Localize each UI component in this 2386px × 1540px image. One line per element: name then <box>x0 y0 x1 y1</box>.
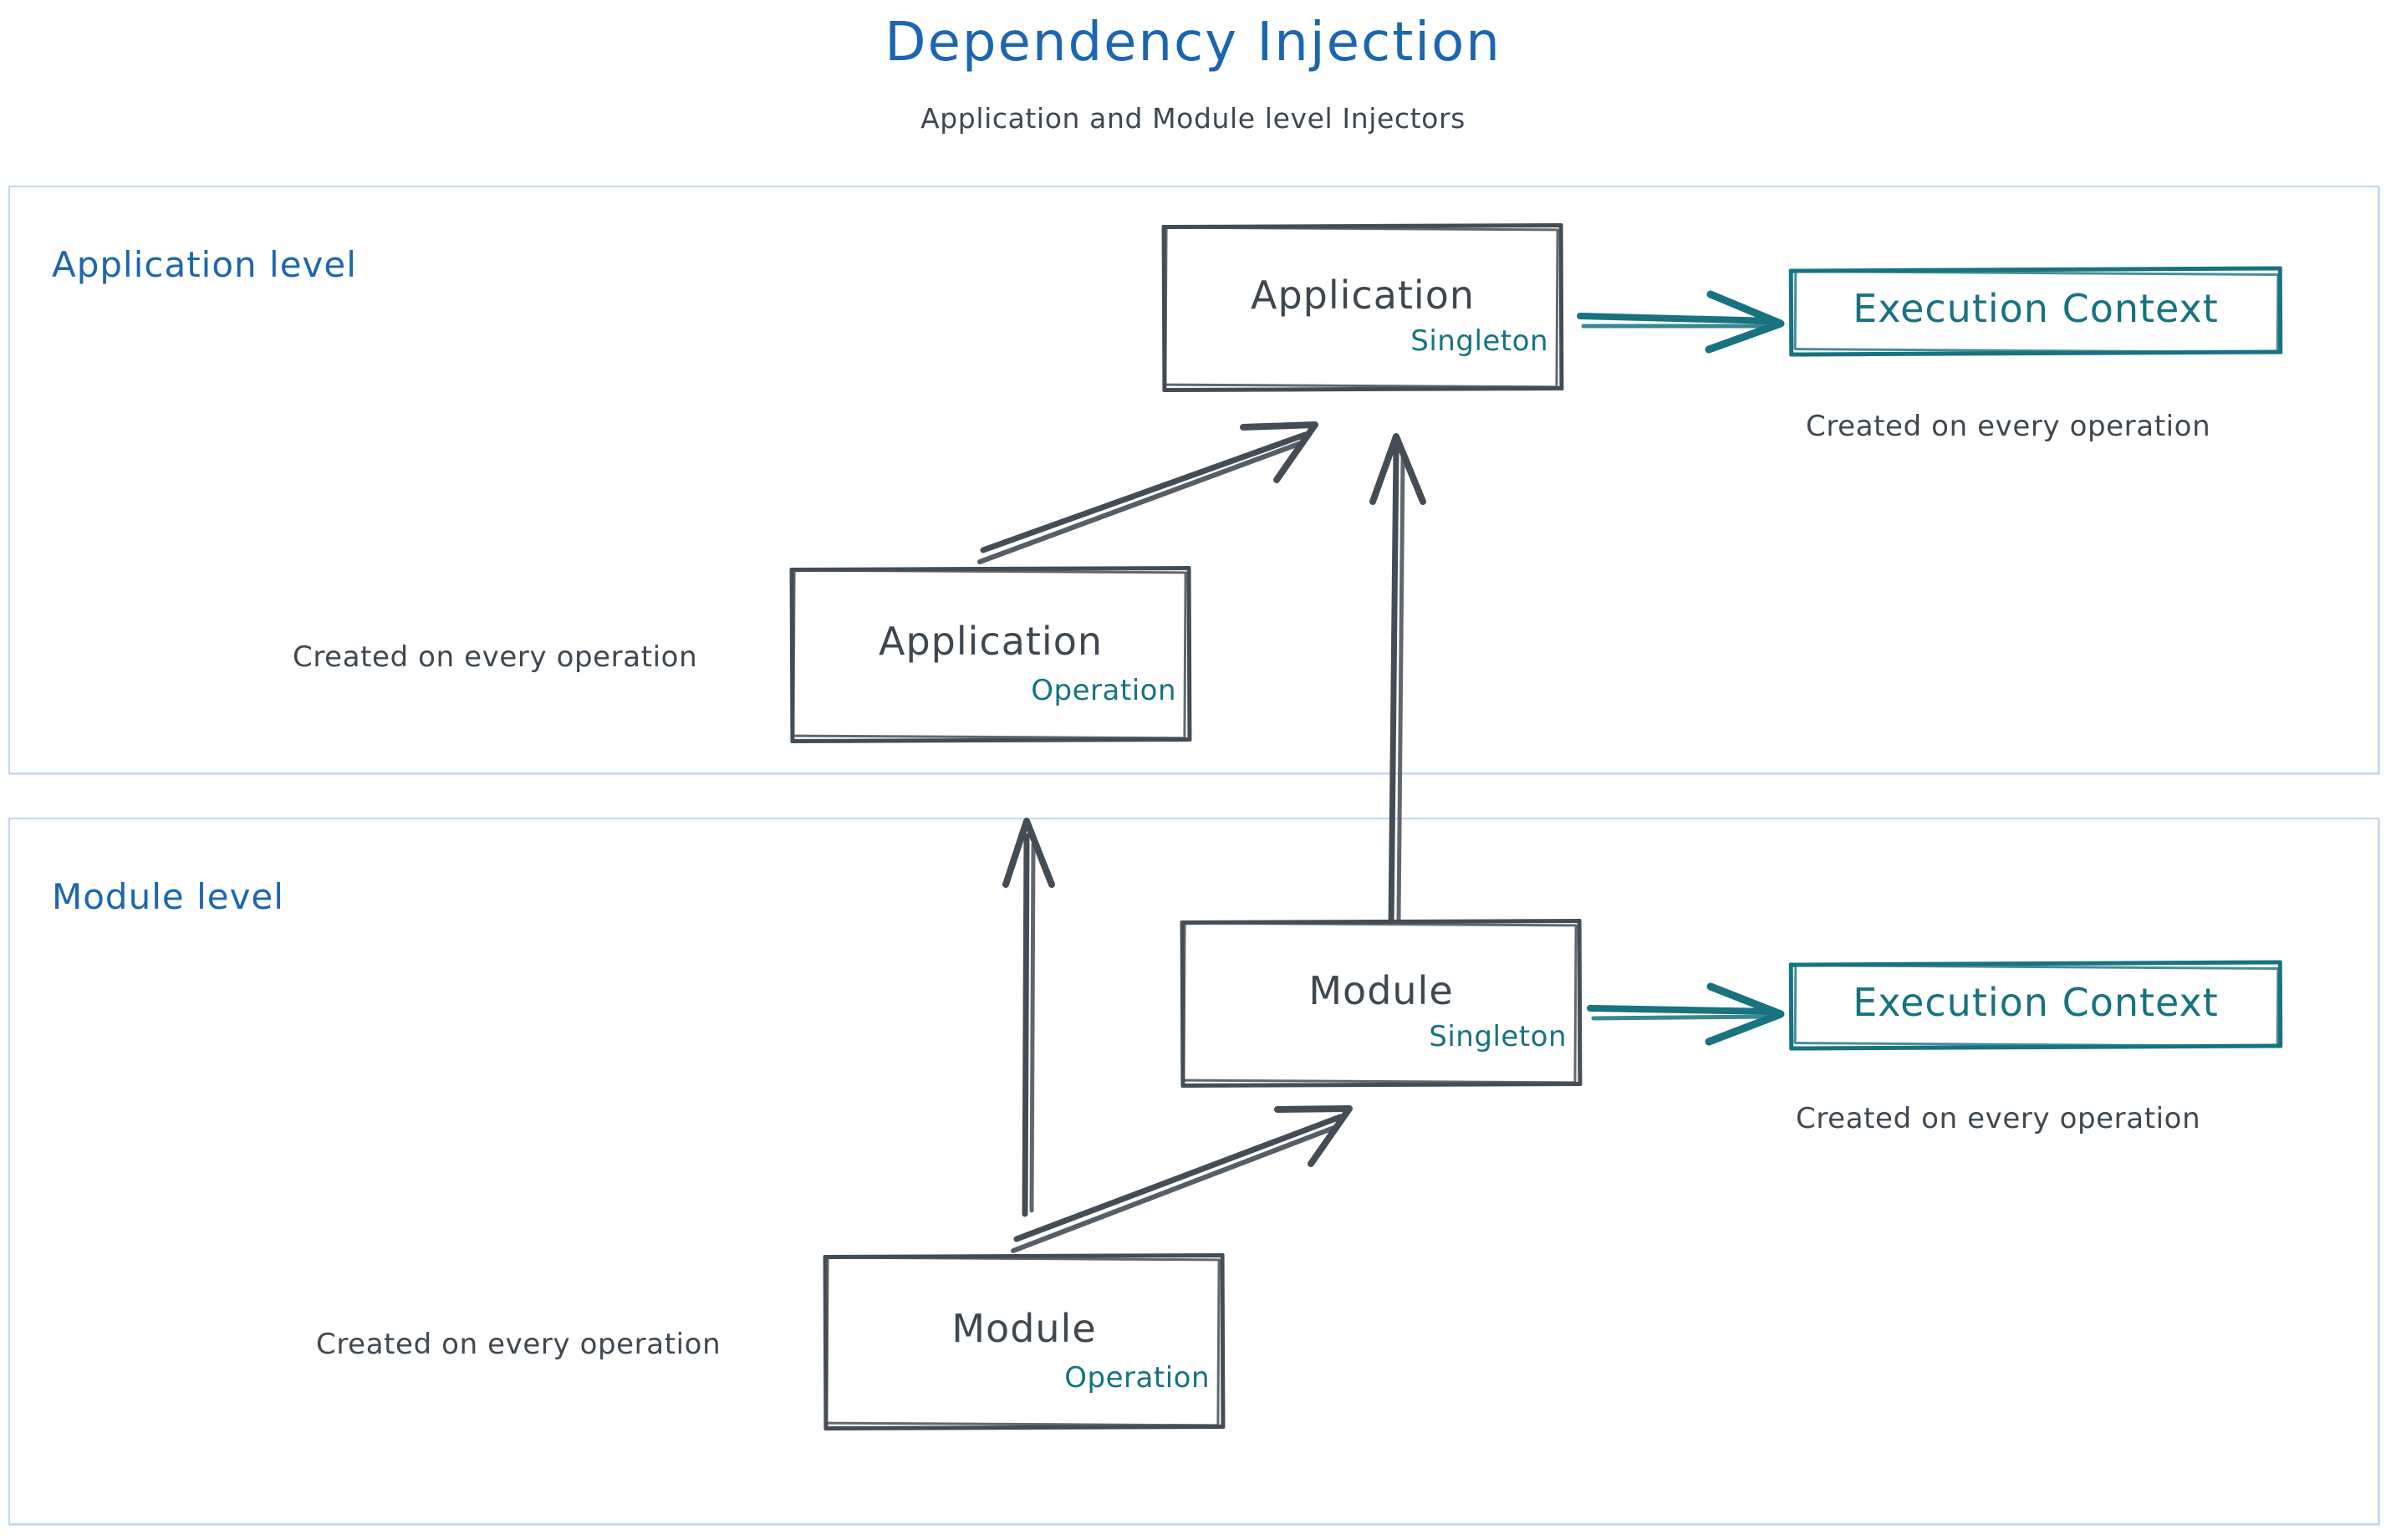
node-scope-badge: Singleton <box>1410 324 1548 358</box>
node-title: Execution Context <box>1853 980 2219 1025</box>
page-subtitle: Application and Module level Injectors <box>920 102 1466 135</box>
caption-execution-context-application: Created on every operation <box>1806 410 2211 443</box>
node-module-operation[interactable]: Module Operation <box>823 1252 1226 1431</box>
node-scope-badge: Operation <box>1064 1361 1210 1395</box>
node-application-operation[interactable]: Application Operation <box>789 565 1192 744</box>
node-title: Module <box>951 1306 1097 1351</box>
application-level-label: Application level <box>52 244 357 285</box>
node-module-singleton[interactable]: Module Singleton <box>1180 918 1583 1089</box>
node-title: Application <box>1250 273 1476 318</box>
node-scope-badge: Singleton <box>1429 1020 1567 1053</box>
node-title: Execution Context <box>1853 286 2219 331</box>
node-title: Module <box>1308 968 1454 1013</box>
node-execution-context-application[interactable]: Execution Context <box>1788 266 2283 357</box>
node-title: Application <box>878 619 1104 664</box>
node-application-singleton[interactable]: Application Singleton <box>1161 222 1564 393</box>
caption-execution-context-module: Created on every operation <box>1796 1102 2201 1135</box>
caption-application-operation: Created on every operation <box>293 640 698 674</box>
module-level-frame <box>8 818 2379 1525</box>
node-scope-badge: Operation <box>1031 674 1176 707</box>
caption-module-operation: Created on every operation <box>316 1328 721 1361</box>
page-title: Dependency Injection <box>885 12 1501 74</box>
application-level-frame <box>8 186 2379 774</box>
module-level-label: Module level <box>52 876 284 917</box>
node-execution-context-module[interactable]: Execution Context <box>1788 960 2283 1051</box>
